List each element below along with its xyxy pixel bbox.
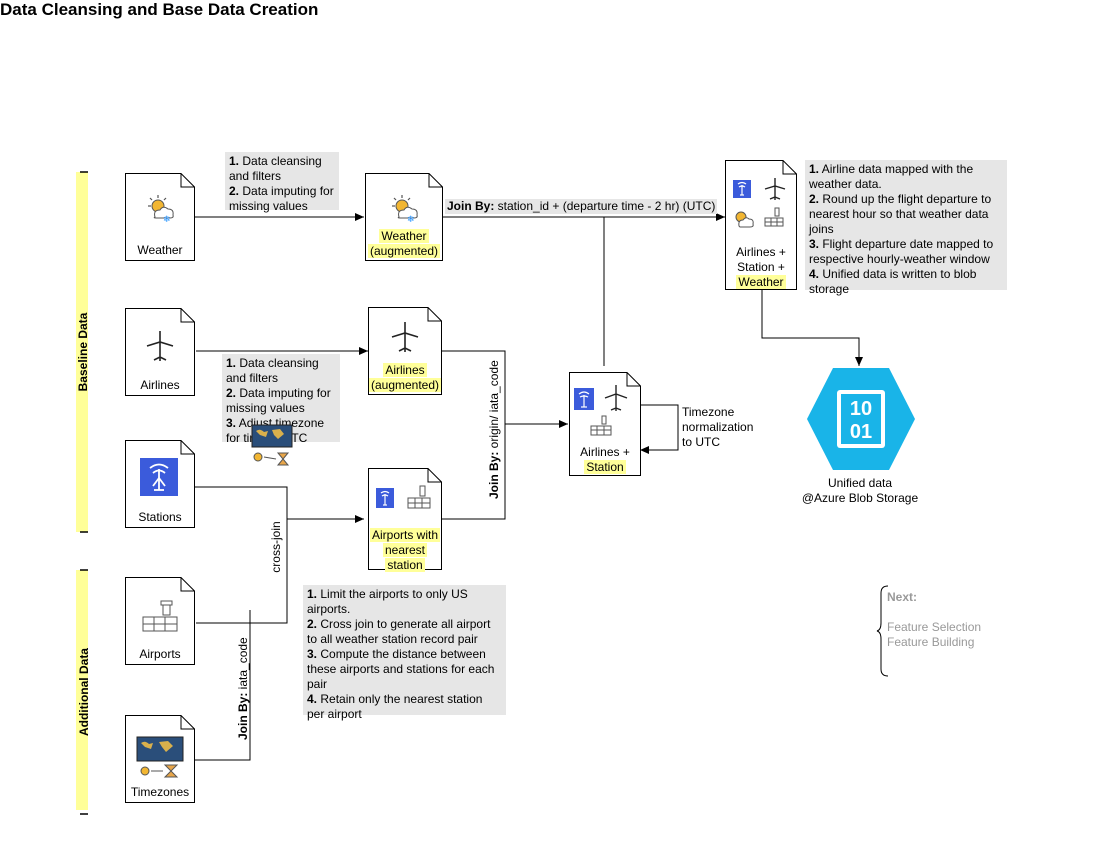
next-heading: Next:	[887, 590, 918, 604]
weather-steps-note: 1. Data cleansing and filters 2. Data im…	[225, 152, 339, 213]
additional-section-bar	[76, 570, 88, 810]
join-iata-label: Join By: iata_code	[236, 637, 250, 740]
weather-label: Weather	[137, 243, 183, 257]
timezone-normalization-label: Timezone normalization to UTC	[682, 405, 754, 449]
final-steps-note: 1. Airline data mapped with the weather …	[805, 160, 1007, 296]
airplane-icon	[764, 178, 786, 200]
cross-join-label: cross-join	[269, 521, 283, 573]
weather-icon: ❄	[148, 195, 174, 223]
airlines-augmented-label-2: (augmented)	[368, 378, 442, 392]
join-weather-label: Join By: station_id + (departure time - …	[445, 199, 718, 214]
final-label-3: Weather	[736, 275, 786, 289]
airplane-icon	[146, 331, 174, 361]
stations-label: Stations	[138, 510, 182, 524]
final-label-1: Airlines +	[736, 245, 786, 259]
airports-steps-note: 1. Limit the airports to only US airport…	[303, 585, 506, 721]
unified-data-label: Unified data @Azure Blob Storage	[801, 476, 919, 505]
blob-binary-text-2: 01	[849, 421, 873, 443]
world-map-icon	[251, 424, 293, 466]
final-label-2: Station +	[737, 260, 785, 274]
airports-nearest-label-1: Airports with	[369, 528, 441, 542]
weather-augmented-label-2: (augmented)	[367, 244, 441, 258]
next-block: Next: Feature Selection Feature Building	[887, 590, 981, 650]
azure-blob-icon	[807, 368, 915, 470]
airports-nearest-node[interactable]: Airports with nearest station	[368, 468, 442, 572]
weather-augmented-node[interactable]: ❄ Weather (augmented)	[365, 173, 443, 261]
baseline-section-ticks	[80, 171, 88, 533]
station-icon	[376, 488, 394, 508]
airlines-steps-note: 1. Data cleansing and filters 2. Data im…	[222, 354, 340, 445]
world-map-icon	[136, 736, 184, 778]
svg-text:❄: ❄	[163, 215, 171, 223]
next-item-2: Feature Building	[887, 635, 975, 649]
airlines-augmented-label-1: Airlines	[383, 363, 427, 377]
timezones-node[interactable]: Timezones	[125, 715, 195, 803]
weather-augmented-label-1: Weather	[379, 229, 429, 243]
page-title: Data Cleansing and Base Data Creation	[0, 0, 319, 19]
airlines-station-weather-node[interactable]: Airlines + Station + Weather	[725, 160, 797, 290]
blob-binary-text-1: 10	[849, 398, 873, 420]
join-origin-label: Join By: origin/ iata_code	[487, 360, 501, 499]
airport-icon	[407, 485, 431, 509]
svg-text:❄: ❄	[407, 215, 415, 223]
weather-icon	[735, 211, 754, 228]
airlines-node[interactable]: Airlines	[125, 308, 195, 396]
airports-label: Airports	[139, 647, 181, 661]
airplane-icon	[391, 322, 419, 352]
station-icon	[140, 458, 178, 496]
timezones-label: Timezones	[130, 785, 190, 799]
airports-nearest-label-3: station	[385, 558, 425, 572]
station-icon	[733, 180, 751, 198]
airport-icon	[764, 207, 784, 227]
airlines-augmented-node[interactable]: Airlines (augmented)	[368, 307, 442, 395]
weather-icon: ❄	[392, 195, 418, 223]
airlines-station-node[interactable]: Airlines + Station	[569, 372, 641, 476]
baseline-section-bar	[76, 172, 88, 532]
airport-icon	[590, 415, 612, 436]
airlines-station-label-1: Airlines +	[580, 445, 630, 459]
station-icon	[574, 388, 594, 410]
next-brace	[876, 585, 889, 677]
airports-node[interactable]: Airports	[125, 577, 195, 665]
airport-icon	[142, 600, 178, 632]
airplane-icon	[604, 385, 628, 411]
additional-section-ticks	[80, 569, 88, 815]
next-item-1: Feature Selection	[887, 620, 982, 634]
airlines-station-label-2: Station	[584, 460, 626, 474]
airports-nearest-label-2: nearest	[382, 543, 428, 557]
stations-node[interactable]: Stations	[125, 440, 195, 528]
weather-node[interactable]: ❄ Weather	[125, 173, 195, 261]
airlines-label: Airlines	[140, 378, 180, 392]
